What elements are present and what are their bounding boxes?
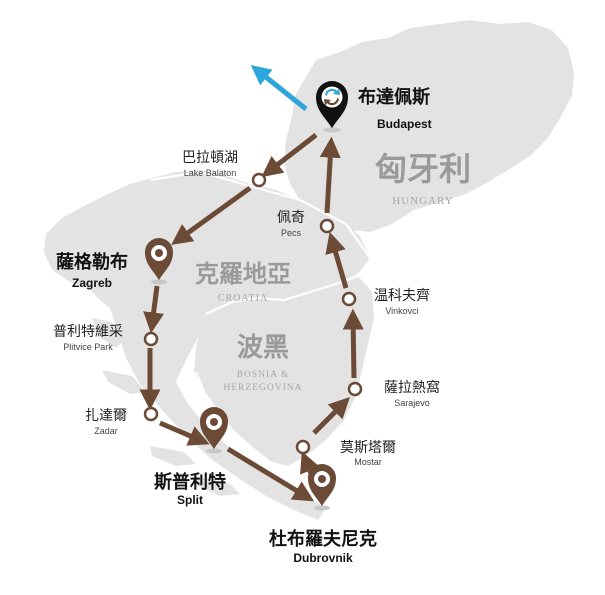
- sarajevo-label-zh: 薩拉熱窩: [384, 379, 440, 396]
- route-segment-vinkovci-pecs: [325, 231, 349, 289]
- dubrovnik-label-zh: 杜布羅夫尼克: [269, 528, 377, 550]
- country-labels: 匈牙利 HUNGARY 克羅地亞 CROATIA 波黑 BOSNIA & HER…: [195, 150, 471, 393]
- balaton-label-zh: 巴拉頓湖: [182, 150, 238, 166]
- pin-dot: [318, 475, 326, 483]
- route-segment-sarajevo-vinkovci: [342, 308, 364, 379]
- zadar-label-en: Zadar: [94, 426, 118, 436]
- route-segments: [139, 133, 364, 502]
- border-line: [149, 170, 371, 259]
- balaton-label-en: Lake Balaton: [184, 168, 237, 178]
- pin-shadow: [151, 279, 167, 285]
- land-layer: [44, 20, 574, 520]
- route-segment-balaton-zagreb: [171, 185, 252, 245]
- island: [150, 446, 196, 466]
- zagreb-label-zh: 薩格勒布: [56, 251, 128, 273]
- stop-labels: 布達佩斯 Budapest 巴拉頓湖 Lake Balaton 薩格勒布 Zag…: [53, 86, 440, 565]
- split-pin: [200, 407, 228, 454]
- budapest-pin: [316, 81, 348, 133]
- split-label-en: Split: [177, 493, 203, 507]
- route-segment-budapest-balaton: [261, 133, 318, 178]
- zagreb-pin: [145, 238, 173, 285]
- country-label-bosnia-en-line1: BOSNIA &: [237, 370, 290, 380]
- island: [102, 370, 146, 394]
- exchange-arrows-icon: [325, 88, 340, 96]
- plitvice-label-zh: 普利特維采: [53, 324, 123, 340]
- island: [92, 318, 124, 348]
- stop-circle-icon: [347, 381, 363, 397]
- split-label-zh: 斯普利特: [154, 471, 226, 493]
- stop-circle-icon: [319, 218, 335, 234]
- country-label-hungary-en: HUNGARY: [392, 195, 453, 207]
- stop-circle-icon: [251, 172, 267, 188]
- departure-arrow-icon: [250, 65, 308, 111]
- plitvice-label-en: Plitvice Park: [63, 342, 113, 352]
- country-label-hungary-zh: 匈牙利: [375, 150, 471, 188]
- mostar-label-zh: 莫斯塔爾: [340, 440, 396, 456]
- pecs-label-zh: 佩奇: [277, 209, 305, 226]
- pin-dot: [210, 418, 218, 426]
- vinkovci-label-zh: 温科夫齊: [374, 287, 430, 304]
- country-label-croatia-zh: 克羅地亞: [195, 259, 291, 288]
- route-segment-zagreb-plitvice: [143, 285, 165, 334]
- route-segment-zadar-split: [159, 420, 210, 446]
- croatia-shape: [44, 170, 370, 520]
- zadar-label-zh: 扎達爾: [85, 408, 127, 424]
- route-segment-split-dubrovnik: [226, 446, 315, 502]
- stop-circle-icon: [295, 439, 311, 455]
- pin-dot: [155, 249, 163, 257]
- stop-circle-icon: [143, 406, 159, 422]
- border-line: [205, 274, 359, 315]
- pin-shadow: [323, 127, 341, 133]
- stops: [143, 172, 363, 455]
- dubrovnik-label-en: Dubrovnik: [293, 551, 353, 565]
- stop-circle-icon: [143, 331, 159, 347]
- route-segment-mostar-sarajevo: [312, 397, 350, 435]
- hungary-shape: [284, 20, 574, 232]
- island: [196, 476, 240, 496]
- budapest-label-zh: 布達佩斯: [358, 86, 430, 108]
- pecs-label-en: Pecs: [281, 228, 302, 238]
- exchange-arrows-icon: [324, 98, 339, 106]
- country-label-bosnia-zh: 波黑: [237, 333, 289, 363]
- country-label-bosnia-en-line2: HERZEGOVINA: [223, 383, 302, 393]
- vinkovci-label-en: Vinkovci: [385, 306, 418, 316]
- border-line: [194, 371, 291, 470]
- sarajevo-label-en: Sarajevo: [394, 398, 430, 408]
- route-segment-pecs-budapest: [319, 136, 341, 214]
- dubrovnik-pin: [308, 464, 336, 511]
- zagreb-label-en: Zagreb: [72, 276, 112, 290]
- pin-shadow: [206, 448, 222, 454]
- pin-shadow: [314, 505, 330, 511]
- budapest-label-en: Budapest: [377, 117, 432, 131]
- mostar-label-en: Mostar: [354, 457, 382, 467]
- stop-circle-icon: [341, 291, 357, 307]
- country-label-croatia-en: CROATIA: [218, 293, 268, 304]
